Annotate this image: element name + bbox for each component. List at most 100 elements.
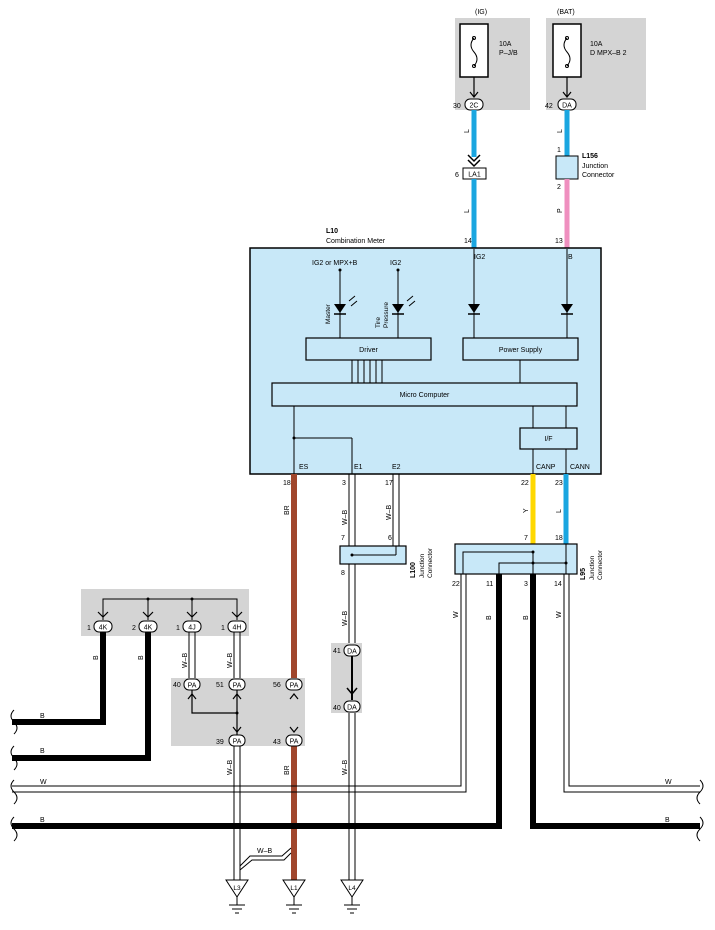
svg-text:7: 7 bbox=[341, 535, 345, 542]
svg-text:13: 13 bbox=[555, 238, 563, 245]
svg-text:B: B bbox=[40, 817, 45, 824]
svg-text:Connector: Connector bbox=[597, 549, 604, 580]
wire-w-left bbox=[12, 574, 467, 793]
svg-text:DA: DA bbox=[347, 705, 357, 712]
svg-text:Y: Y bbox=[523, 508, 530, 513]
svg-text:39: 39 bbox=[216, 739, 224, 746]
led-master-icon bbox=[334, 304, 346, 313]
wire-b-4k-1 bbox=[12, 632, 106, 725]
svg-text:PA: PA bbox=[290, 739, 299, 746]
svg-text:8: 8 bbox=[341, 570, 345, 577]
svg-text:ES: ES bbox=[299, 464, 309, 471]
wire-b-4k-2 bbox=[12, 632, 151, 761]
svg-text:W–B: W–B bbox=[182, 653, 189, 669]
svg-text:4K: 4K bbox=[99, 625, 108, 632]
svg-text:L156: L156 bbox=[582, 153, 598, 160]
svg-text:L100: L100 bbox=[410, 562, 417, 578]
fuse-bat-header: (BAT) bbox=[557, 9, 575, 16]
svg-text:L1: L1 bbox=[290, 885, 298, 892]
micro-computer-block bbox=[271, 382, 578, 407]
svg-text:PA: PA bbox=[233, 739, 242, 746]
svg-text:B: B bbox=[138, 655, 145, 660]
svg-text:56: 56 bbox=[273, 682, 281, 689]
svg-text:4H: 4H bbox=[233, 625, 242, 632]
if-block bbox=[519, 427, 578, 450]
l10-id: L10 bbox=[326, 228, 338, 235]
svg-text:23: 23 bbox=[555, 480, 563, 487]
svg-text:Connector: Connector bbox=[582, 172, 615, 179]
wire-b-right bbox=[530, 574, 700, 829]
svg-text:6: 6 bbox=[455, 172, 459, 179]
fuse-ig-box bbox=[459, 23, 489, 78]
svg-text:17: 17 bbox=[385, 480, 393, 487]
fuse-ig-symbol bbox=[470, 37, 478, 67]
conn-da-40 bbox=[343, 700, 361, 713]
svg-text:1: 1 bbox=[176, 625, 180, 632]
wire-wb-e2 bbox=[392, 474, 400, 546]
svg-text:W–B: W–B bbox=[257, 848, 273, 855]
svg-text:1: 1 bbox=[87, 625, 91, 632]
svg-text:40: 40 bbox=[333, 705, 341, 712]
svg-text:4K: 4K bbox=[144, 625, 153, 632]
svg-text:BR: BR bbox=[284, 765, 291, 775]
diode-ig-icon bbox=[468, 304, 480, 313]
svg-text:PA: PA bbox=[233, 683, 242, 690]
svg-text:Power Supply: Power Supply bbox=[499, 347, 543, 354]
wire-break-marks bbox=[10, 709, 704, 842]
svg-text:IG2 or MPX+B: IG2 or MPX+B bbox=[312, 260, 358, 267]
svg-text:W–B: W–B bbox=[227, 760, 234, 776]
conn-pa-43 bbox=[285, 734, 303, 747]
svg-text:L: L bbox=[556, 509, 563, 513]
svg-text:P: P bbox=[557, 208, 564, 213]
svg-text:B: B bbox=[523, 615, 530, 620]
svg-text:E2: E2 bbox=[392, 464, 401, 471]
svg-text:4J: 4J bbox=[188, 625, 195, 632]
svg-text:CANN: CANN bbox=[570, 464, 590, 471]
ground-l1: L1 bbox=[282, 879, 306, 914]
svg-text:W–B: W–B bbox=[342, 611, 349, 627]
svg-text:L: L bbox=[464, 129, 471, 133]
svg-text:DA: DA bbox=[347, 649, 357, 656]
svg-text:LA1: LA1 bbox=[468, 172, 481, 179]
fuse-bat-symbol bbox=[563, 37, 571, 67]
fuse-ig-name: P–J/B bbox=[499, 50, 518, 57]
svg-text:11: 11 bbox=[486, 581, 493, 588]
svg-text:3: 3 bbox=[524, 581, 528, 588]
svg-text:PA: PA bbox=[290, 683, 299, 690]
fuse-ig-rating: 10A bbox=[499, 41, 512, 48]
svg-text:43: 43 bbox=[273, 739, 281, 746]
svg-text:W–B: W–B bbox=[342, 510, 349, 526]
svg-text:14: 14 bbox=[554, 581, 562, 588]
conn-l95 bbox=[454, 543, 578, 575]
conn-4j bbox=[182, 620, 202, 633]
svg-text:7: 7 bbox=[524, 535, 528, 542]
svg-text:B: B bbox=[40, 748, 45, 755]
led-tire-icon bbox=[392, 304, 404, 313]
l10-desc: Combination Meter bbox=[326, 238, 386, 245]
svg-text:W–B: W–B bbox=[342, 760, 349, 776]
svg-text:2: 2 bbox=[132, 625, 136, 632]
wire-wb-e1 bbox=[348, 474, 356, 880]
conn-pa-39 bbox=[228, 734, 246, 747]
svg-text:PA: PA bbox=[188, 683, 197, 690]
svg-text:Driver: Driver bbox=[359, 347, 378, 354]
driver-block bbox=[305, 337, 432, 361]
conn-l156 bbox=[555, 155, 579, 180]
svg-text:BR: BR bbox=[284, 505, 291, 515]
fuse-bat-box bbox=[552, 23, 582, 78]
wire-w-right bbox=[563, 574, 700, 793]
svg-text:I/F: I/F bbox=[544, 436, 552, 443]
svg-text:22: 22 bbox=[521, 480, 529, 487]
fuse-bat-name: D MPX–B 2 bbox=[590, 50, 627, 57]
svg-text:Junction: Junction bbox=[589, 555, 596, 580]
svg-text:L: L bbox=[464, 209, 471, 213]
conn-4h bbox=[227, 620, 247, 633]
svg-text:Junction: Junction bbox=[419, 553, 426, 578]
svg-text:40: 40 bbox=[173, 682, 181, 689]
svg-text:L: L bbox=[557, 129, 564, 133]
svg-text:1: 1 bbox=[557, 147, 561, 154]
svg-text:B: B bbox=[665, 817, 670, 824]
conn-pa-56 bbox=[285, 678, 303, 691]
svg-text:2: 2 bbox=[557, 184, 561, 191]
